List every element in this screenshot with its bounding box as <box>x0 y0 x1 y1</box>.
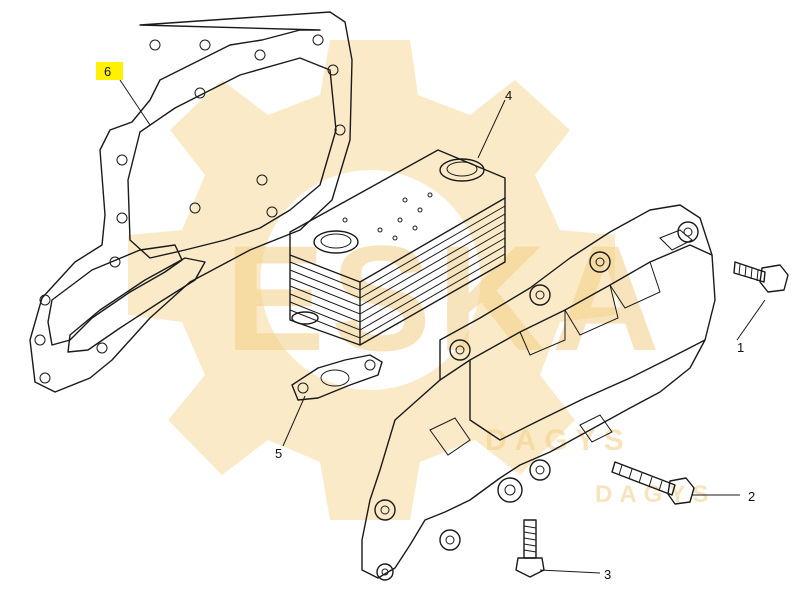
gasket-bolt-holes <box>34 34 346 384</box>
cooler-port-front <box>313 230 359 254</box>
callout-labels: 6 4 5 1 2 3 <box>96 62 755 582</box>
housing-bosses <box>374 221 699 581</box>
leader-lines <box>119 79 766 574</box>
watermark-sub-1: DAGYS <box>485 424 632 457</box>
cooler-fins <box>289 205 506 339</box>
callout-4: 4 <box>505 88 512 103</box>
cooler-housing <box>361 204 716 581</box>
callout-6-highlight <box>96 62 123 80</box>
callout-1: 1 <box>737 340 744 355</box>
bolt-part-1 <box>733 261 789 293</box>
callout-2: 2 <box>748 489 755 504</box>
watermark-sub-2: DAGYS <box>595 481 715 508</box>
watermark-logo: ESKA DAGYS DAGYS <box>128 40 715 520</box>
gasket-part <box>29 11 353 393</box>
cooler-port-rear <box>439 158 485 182</box>
bolt-part-3 <box>515 519 545 578</box>
oil-cooler-core <box>289 149 506 346</box>
bolt-part-2 <box>611 461 695 505</box>
callout-3: 3 <box>604 567 611 582</box>
callout-5: 5 <box>275 446 282 461</box>
callout-6: 6 <box>104 64 111 79</box>
port-gasket <box>291 354 383 401</box>
